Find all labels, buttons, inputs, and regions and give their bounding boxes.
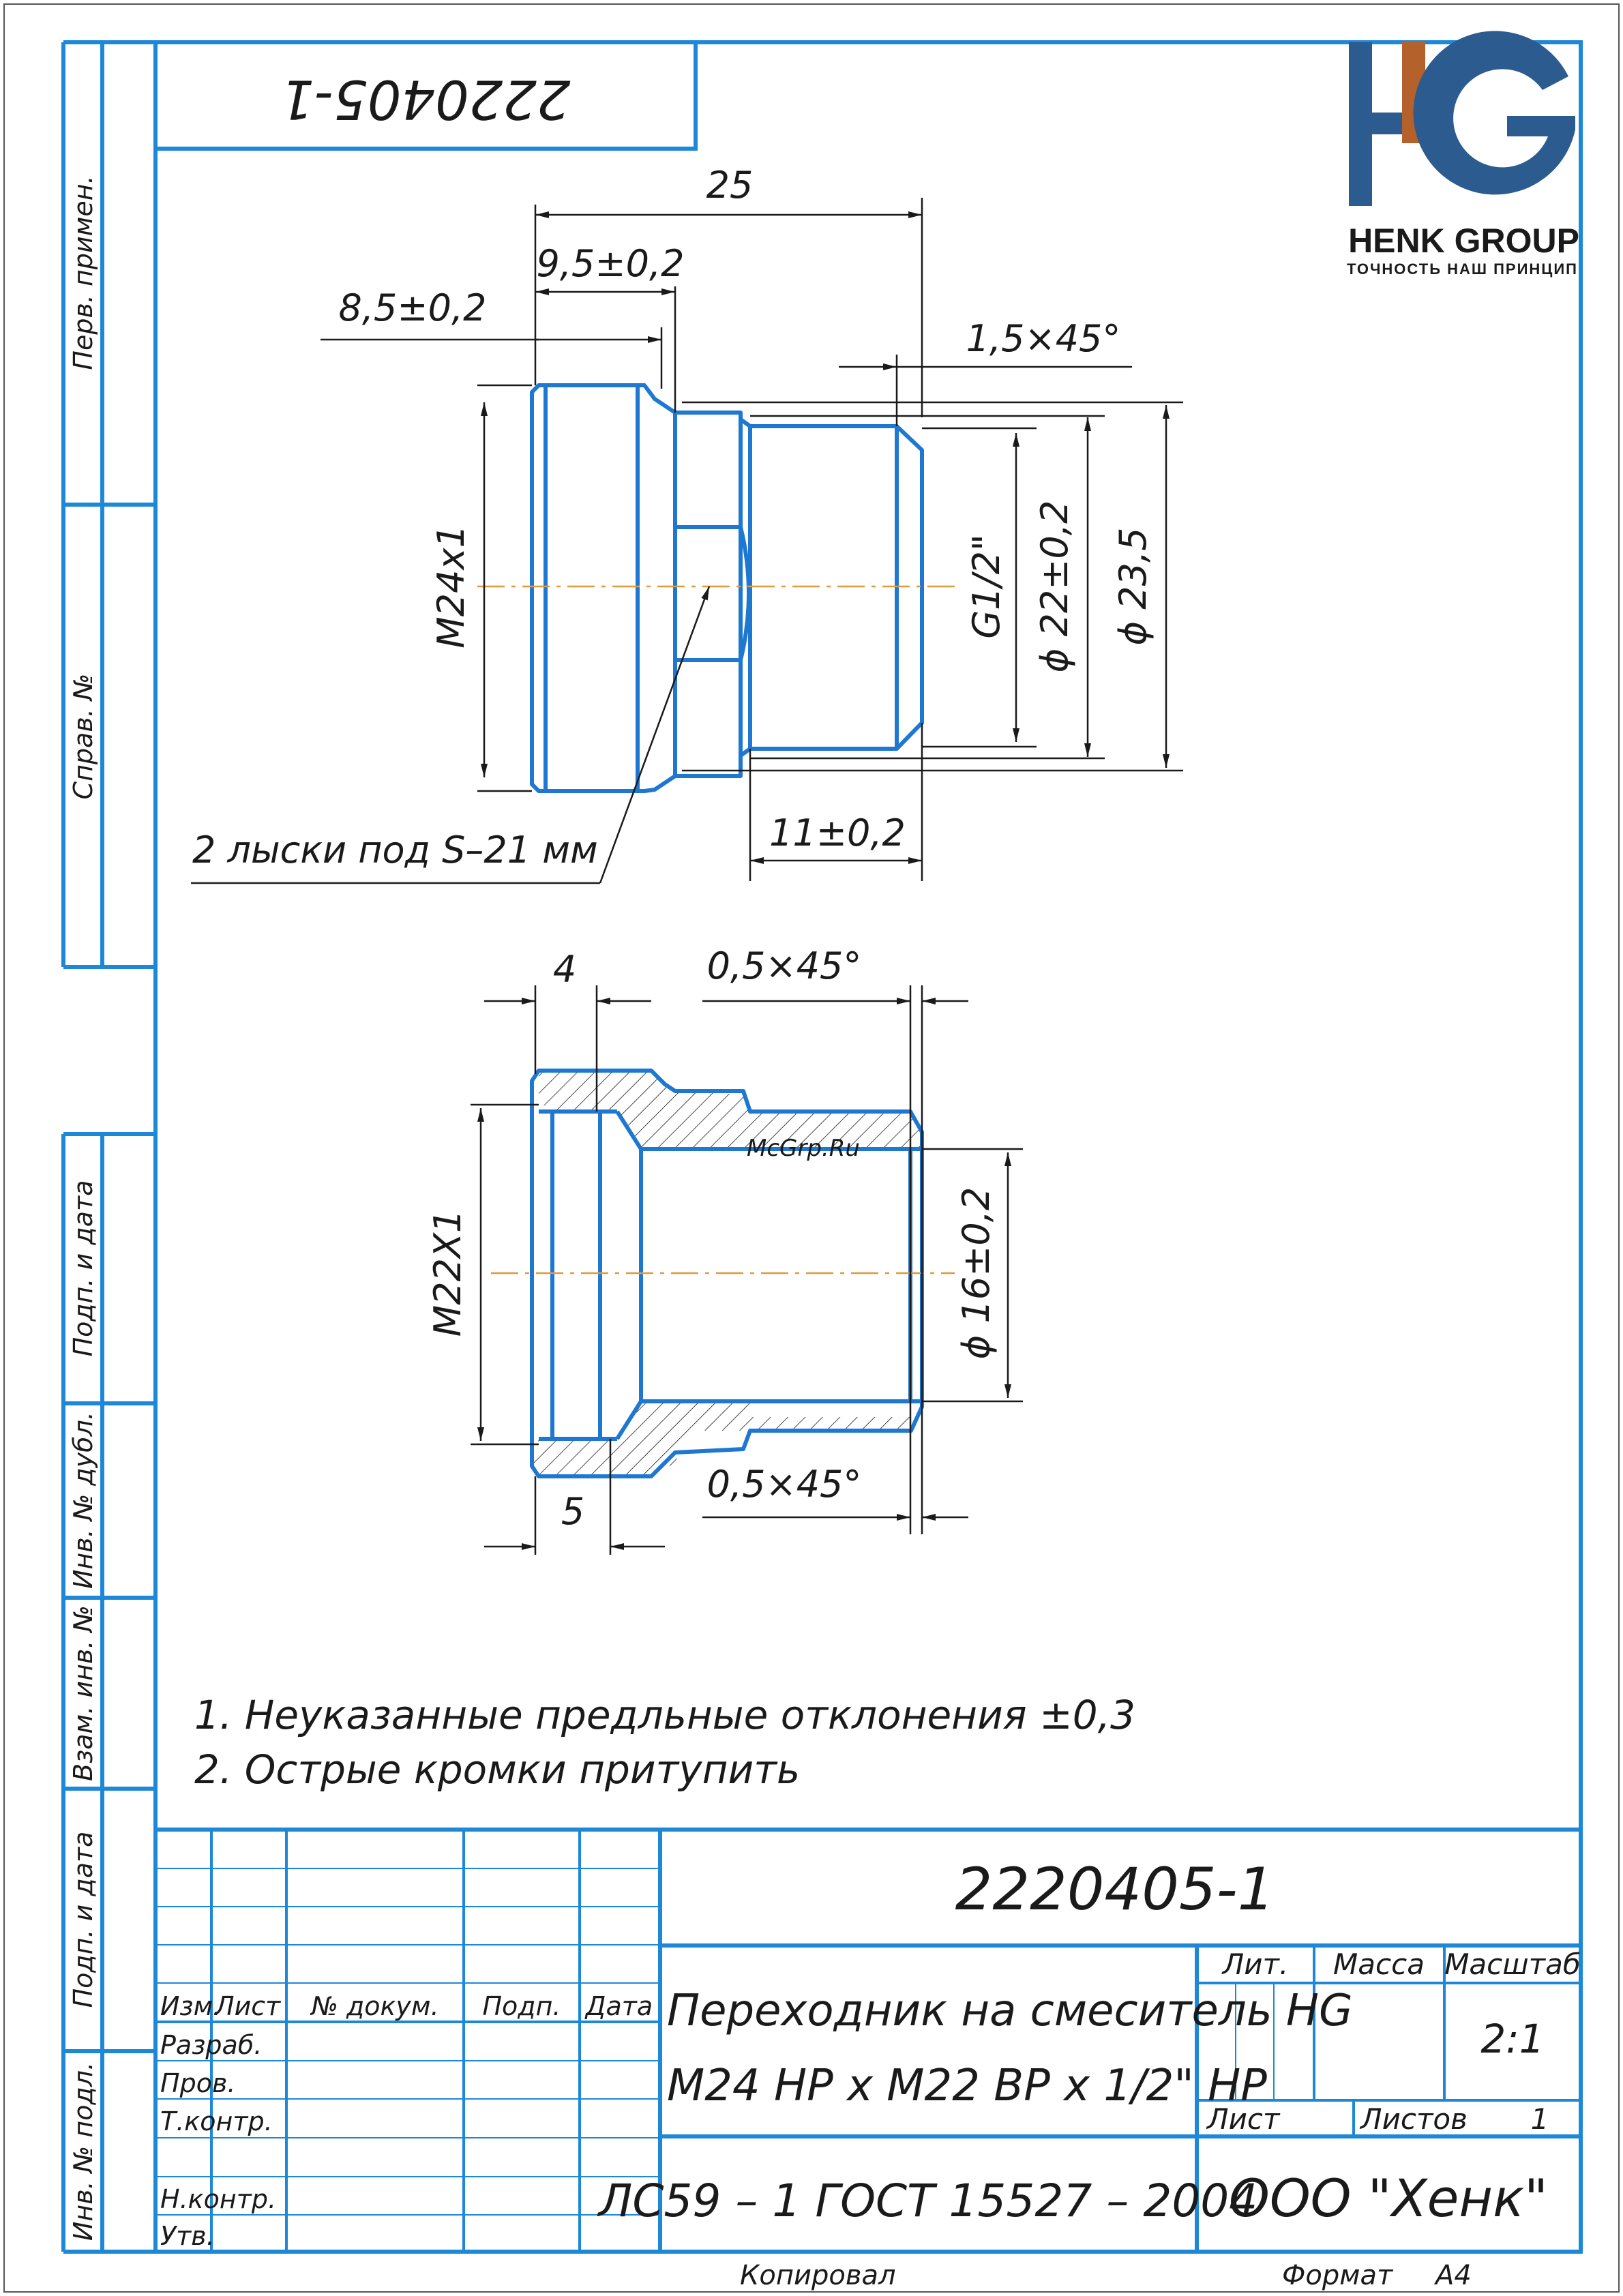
header-podp: Подп. <box>482 1991 561 2021</box>
dim-4: 4 <box>553 948 576 991</box>
technical-notes: 1. Неуказанные предльные отклонения ±0,3… <box>194 1692 1135 1793</box>
side-label-inv-dubl: Инв. № дубл. <box>68 1412 98 1589</box>
title-drawing-number: 2220405-1 <box>955 1855 1275 1924</box>
title-block-text: 2220405-1 Изм. Лист № докум. Подп. Дата … <box>160 1855 1581 2251</box>
note-2: 2. Острые кромки притупить <box>194 1746 800 1793</box>
logo-g-shape <box>1413 31 1575 195</box>
dim-5: 5 <box>561 1490 584 1533</box>
logo-company-name: HENK GROUP <box>1348 222 1579 260</box>
outer-border <box>3 3 1620 2293</box>
side-label-perv: Перв. примен. <box>68 175 98 370</box>
watermark: McGrp.Ru <box>747 1135 860 1162</box>
lit-label: Лит. <box>1221 1948 1289 1981</box>
side-label-podp2: Подп. и дата <box>68 1832 98 2008</box>
dim-chamfer-top: 0,5×45° <box>707 944 862 987</box>
dim-chamfer-bottom: 0,5×45° <box>707 1463 862 1506</box>
header-list: Лист <box>213 1991 282 2021</box>
header-data: Дата <box>584 1991 653 2021</box>
side-label-sprav: Справ. № <box>68 674 98 800</box>
company-logo: HENK GROUP ТОЧНОСТЬ НАШ ПРИНЦИП <box>1347 31 1579 278</box>
dim-d16: ϕ 16±0,2 <box>955 1187 998 1360</box>
view1-part <box>530 383 924 793</box>
scale-label: Масштаб <box>1444 1948 1581 1981</box>
dim-m22: M22X1 <box>426 1210 469 1337</box>
mass-label: Масса <box>1333 1948 1425 1981</box>
side-label-vzam: Взам. инв. № <box>68 1605 98 1781</box>
role-prov: Пров. <box>160 2068 235 2098</box>
dim-8-5: 8,5±0,2 <box>338 286 486 329</box>
footer-format-value: А4 <box>1433 2260 1472 2291</box>
company-name: ООО "Хенк" <box>1229 2168 1548 2228</box>
view1-dimensions <box>191 198 1183 884</box>
view2-dim-texts: 4 0,5×45° M22X1 ϕ 16±0,2 0,5×45° 5 <box>426 944 998 1533</box>
flats-note: 2 лыски под S–21 мм <box>192 829 598 871</box>
sheets-label: Листов <box>1359 2102 1468 2136</box>
sheets-value: 1 <box>1531 2102 1549 2136</box>
dim-chamfer-1-5: 1,5×45° <box>966 317 1121 360</box>
role-nkontr: Н.контр. <box>160 2184 276 2214</box>
side-labels: Перв. примен. Справ. № Подп. и дата Инв.… <box>68 175 98 2241</box>
dim-g12: G1/2" <box>965 534 1008 639</box>
dim-d22: ϕ 22±0,2 <box>1033 501 1076 673</box>
dim-m24: M24x1 <box>430 524 473 648</box>
header-izm: Изм. <box>160 1991 221 2021</box>
dim-11: 11±0,2 <box>769 811 906 854</box>
material: ЛС59 – 1 ГОСТ 15527 – 2004 <box>597 2175 1258 2227</box>
role-razrab: Разраб. <box>160 2030 262 2060</box>
drawing-number-rotated: 2220405-1 <box>280 68 570 130</box>
view2-dimensions <box>471 985 1023 1555</box>
product-name-line2: M24 НР х М22 ВР х 1/2" НР <box>667 2061 1267 2111</box>
header-doc: № докум. <box>310 1991 438 2021</box>
dim-d23-5: ϕ 23,5 <box>1112 527 1155 645</box>
side-label-inv-podl: Инв. № подл. <box>68 2062 98 2241</box>
side-label-podp1: Подп. и дата <box>68 1180 98 1357</box>
dim-25: 25 <box>706 164 754 207</box>
logo-slogan: ТОЧНОСТЬ НАШ ПРИНЦИП <box>1347 260 1578 278</box>
scale-value: 2:1 <box>1480 2016 1544 2062</box>
footer-format-label: Формат <box>1282 2260 1394 2291</box>
view1-dim-texts: 25 9,5±0,2 8,5±0,2 1,5×45° M24x1 G1/2" ϕ… <box>192 164 1155 871</box>
footer-copied: Копировал <box>740 2260 896 2291</box>
role-utv: Утв. <box>160 2221 215 2251</box>
drawing-frame <box>61 40 1583 2254</box>
sheet-label: Лист <box>1206 2102 1281 2136</box>
footer: Копировал Формат А4 <box>740 2260 1472 2291</box>
title-block-grid <box>155 1828 1581 2252</box>
role-tkontr: Т.контр. <box>160 2106 273 2136</box>
note-1: 1. Неуказанные предльные отклонения ±0,3 <box>194 1692 1135 1738</box>
product-name-line1: Переходник на смеситель HG <box>667 1986 1353 2036</box>
dim-9-5: 9,5±0,2 <box>536 242 684 285</box>
